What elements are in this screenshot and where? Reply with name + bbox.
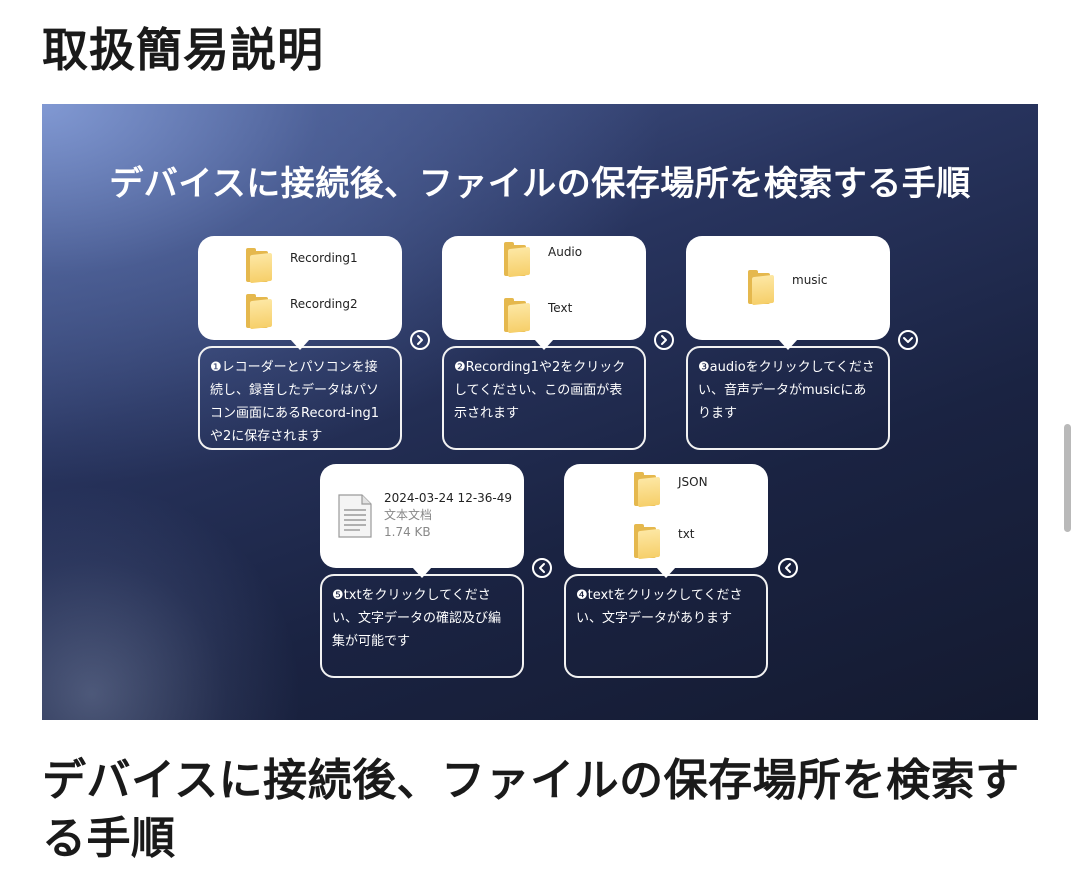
folder-item: Audio	[504, 242, 583, 278]
folder-label: Recording1	[290, 251, 358, 265]
folder-item: Text	[504, 298, 573, 334]
page-title: 取扱簡易説明	[42, 23, 324, 77]
folder-icon	[748, 270, 774, 306]
step-1-preview: Recording1 Recording2	[198, 236, 402, 350]
step-5: 2024-03-24 12-36-49 文本文档 1.74 KB ❺txtをクリ…	[320, 464, 524, 678]
folder-label: Text	[548, 301, 573, 315]
folder-icon	[246, 294, 272, 330]
step-2-description: ❷Recording1や2をクリックしてください、この画面が表示されます	[442, 346, 646, 450]
folder-item: Recording2	[246, 294, 358, 330]
step-5-description: ❺txtをクリックしてください、文字データの確認及び編集が可能です	[320, 574, 524, 678]
step-4: JSON txt ❹textをクリックしてください、文字データがあります	[564, 464, 768, 678]
file-type: 文本文档	[384, 508, 433, 522]
folder-label: JSON	[678, 475, 708, 489]
step-5-preview: 2024-03-24 12-36-49 文本文档 1.74 KB	[320, 464, 524, 578]
file-name: 2024-03-24 12-36-49	[384, 491, 513, 505]
folder-item: Recording1	[246, 248, 358, 284]
instruction-banner: デバイスに接続後、ファイルの保存場所を検索する手順 Recording1 Rec…	[42, 104, 1038, 720]
step-1-description: ❶レコーダーとパソコンを接続し、録音したデータはパソコン画面にあるRecord-…	[198, 346, 402, 450]
step-3-preview: music	[686, 236, 890, 350]
folder-icon	[634, 472, 660, 508]
step-2: Audio Text ❷Recording1や2をクリックしてください、この画面…	[442, 236, 646, 450]
arrow-right-icon	[654, 330, 674, 350]
section-heading: デバイスに接続後、ファイルの保存場所を検索する手順	[42, 755, 1020, 864]
folder-item: JSON	[634, 472, 708, 508]
folder-label: txt	[678, 527, 695, 541]
folder-item: txt	[634, 524, 695, 560]
folder-label: Recording2	[290, 297, 358, 311]
background-glow	[42, 484, 302, 720]
step-3: music ❸audioをクリックしてください、音声データがmusicにあります	[686, 236, 890, 450]
step-2-preview: Audio Text	[442, 236, 646, 350]
step-1: Recording1 Recording2 ❶レコーダーとパソコンを接続し、録音…	[198, 236, 402, 450]
text-document-icon	[338, 494, 372, 538]
banner-title: デバイスに接続後、ファイルの保存場所を検索する手順	[109, 164, 971, 204]
step-3-description: ❸audioをクリックしてください、音声データがmusicにあります	[686, 346, 890, 450]
step-4-preview: JSON txt	[564, 464, 768, 578]
file-info: 2024-03-24 12-36-49 文本文档 1.74 KB	[384, 490, 512, 541]
folder-icon	[504, 298, 530, 334]
folder-icon	[504, 242, 530, 278]
arrow-down-icon	[898, 330, 918, 350]
file-size: 1.74 KB	[384, 525, 431, 539]
folder-item: music	[748, 270, 828, 306]
arrow-left-icon	[532, 558, 552, 578]
arrow-right-icon	[410, 330, 430, 350]
scrollbar[interactable]	[1064, 424, 1071, 532]
folder-icon	[634, 524, 660, 560]
folder-label: Audio	[548, 245, 583, 259]
folder-label: music	[792, 273, 828, 287]
step-4-description: ❹textをクリックしてください、文字データがあります	[564, 574, 768, 678]
folder-icon	[246, 248, 272, 284]
arrow-left-icon	[778, 558, 798, 578]
